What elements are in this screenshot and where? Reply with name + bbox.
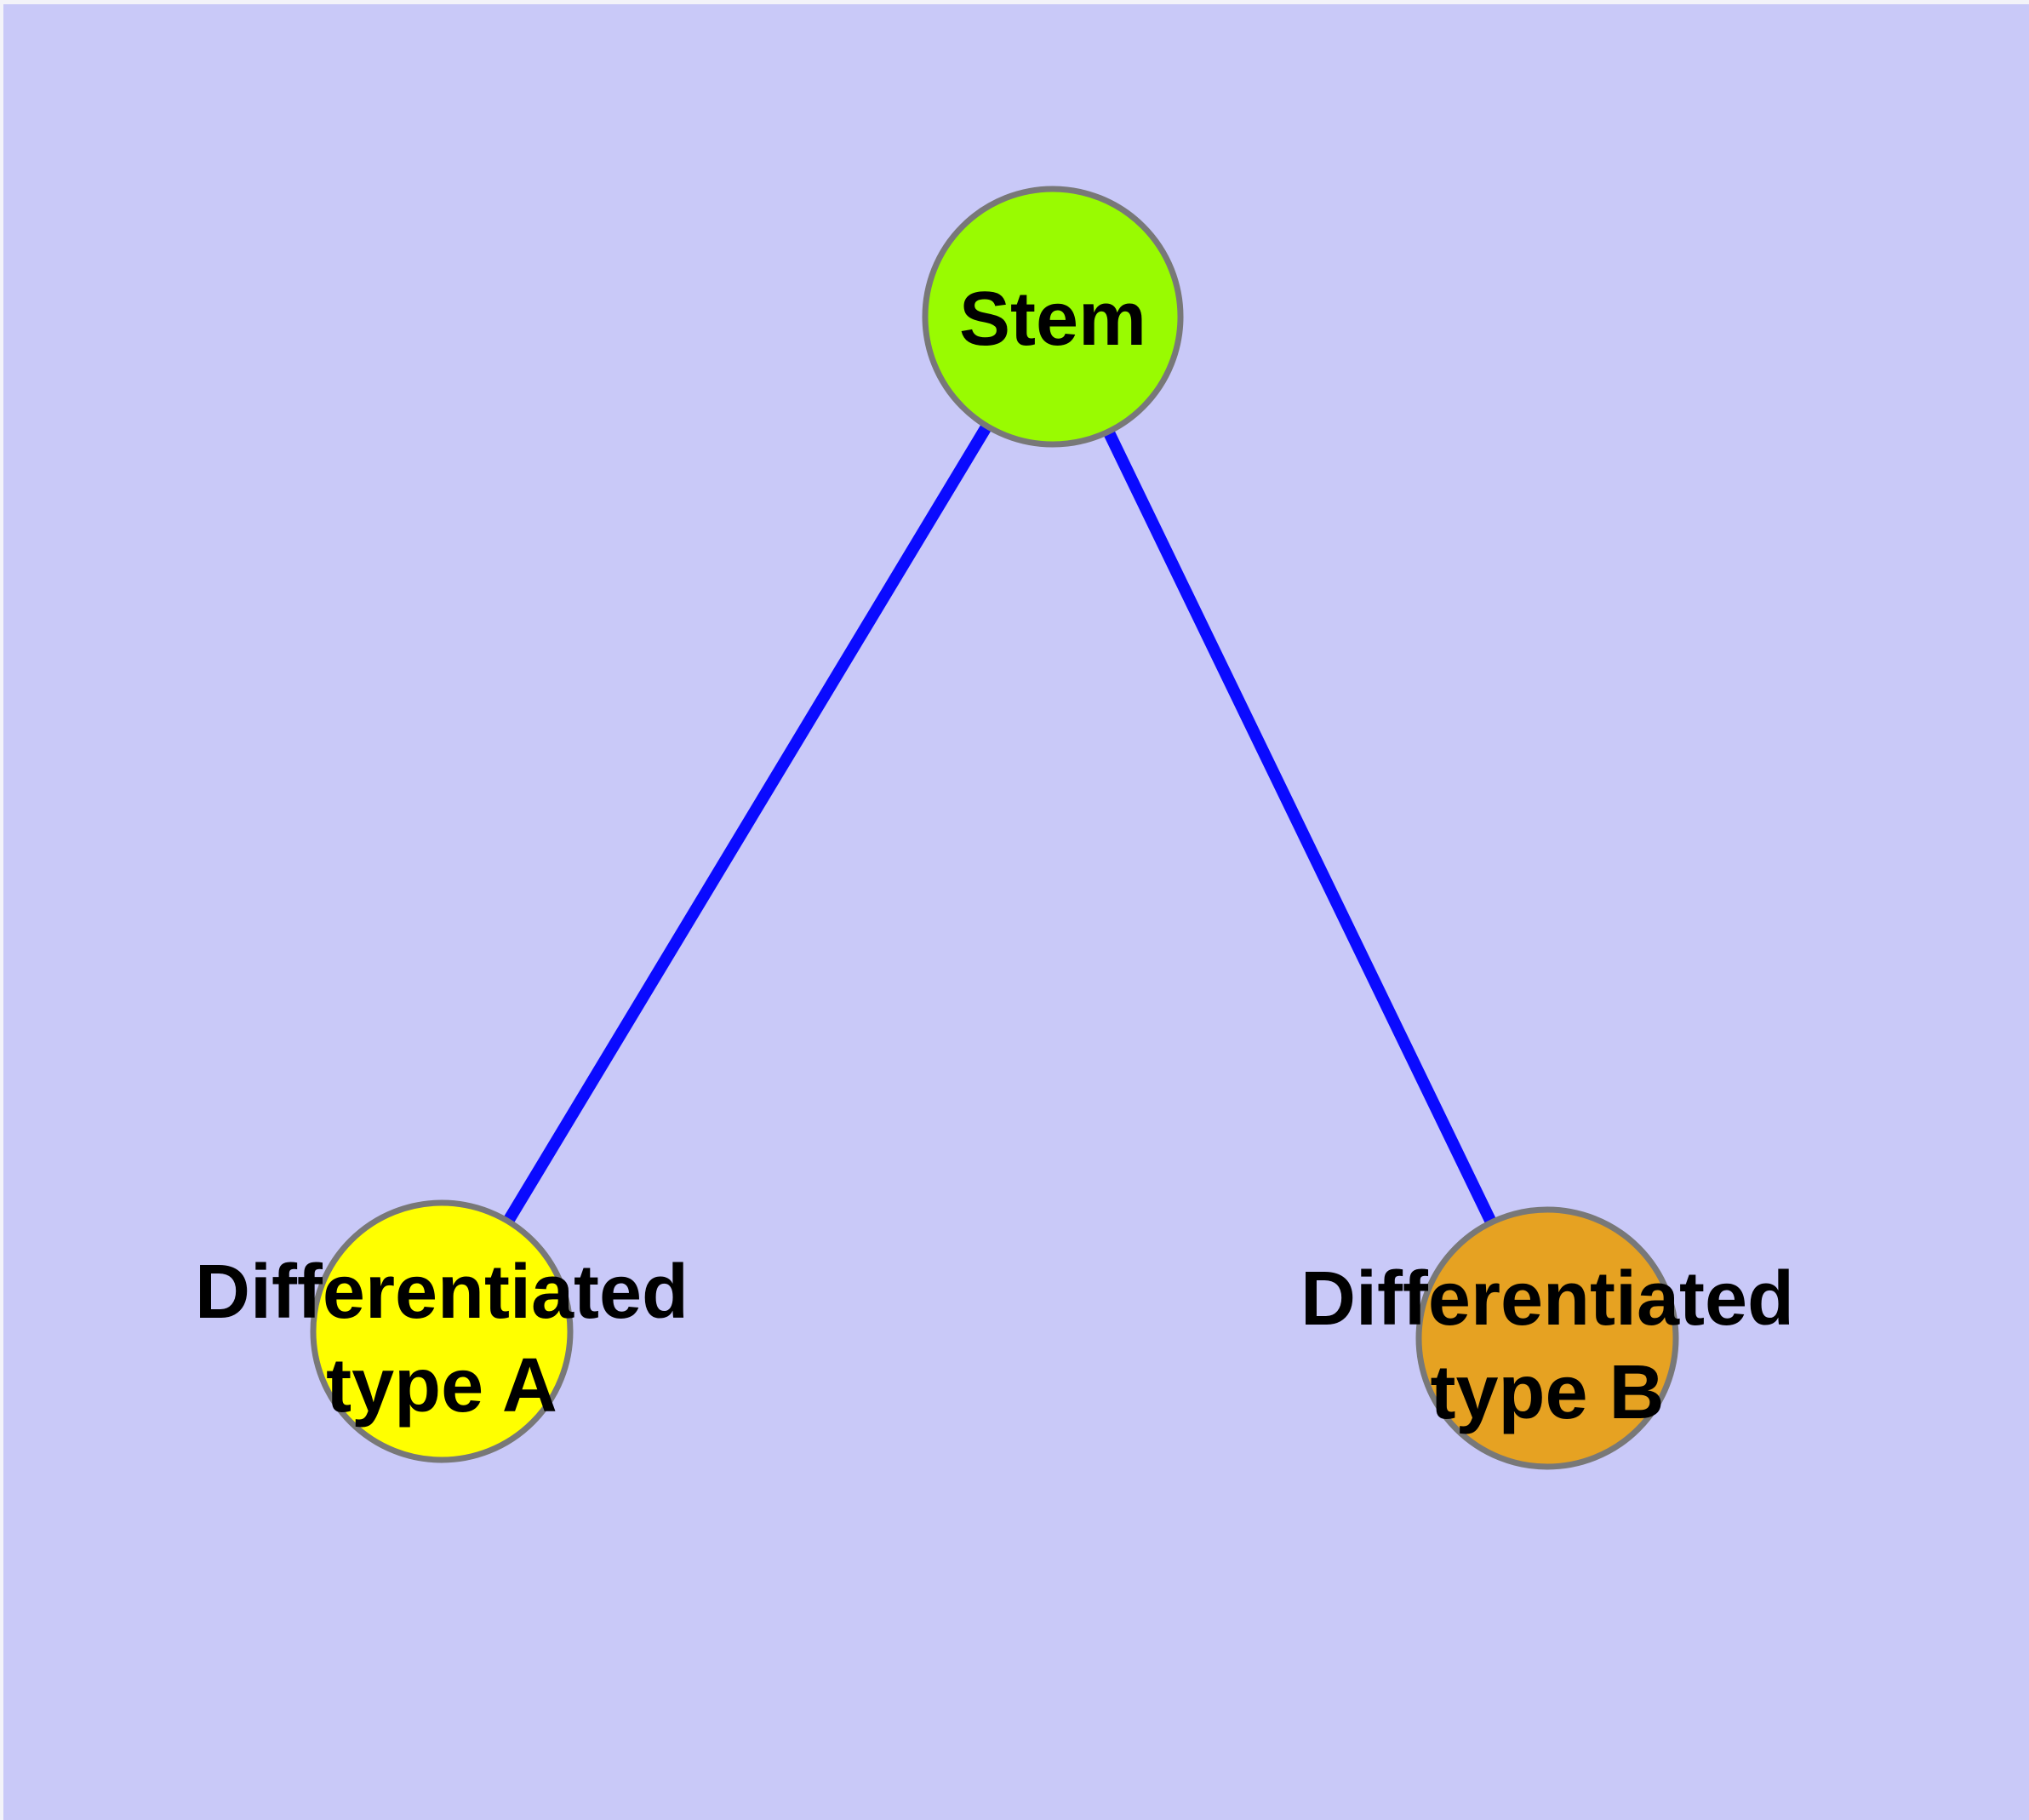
- node-stem[interactable]: [922, 186, 1184, 448]
- window-left-edge: [0, 0, 3, 1820]
- edge-stem-to-type-b: [1047, 313, 1553, 1342]
- node-type-b-label-line2: type B: [1430, 1350, 1664, 1435]
- window-top-edge: [0, 0, 2029, 4]
- node-type-a-label-line2: type A: [326, 1343, 557, 1428]
- edge-stem-to-type-a: [437, 313, 1058, 1335]
- node-type-a-label-line1: Differentiated: [195, 1250, 689, 1335]
- node-differentiated-type-b[interactable]: [1415, 1206, 1679, 1470]
- node-type-b-label-line1: Differentiated: [1300, 1256, 1794, 1342]
- node-stem-label: Stem: [959, 277, 1146, 362]
- node-differentiated-type-a[interactable]: [310, 1199, 574, 1463]
